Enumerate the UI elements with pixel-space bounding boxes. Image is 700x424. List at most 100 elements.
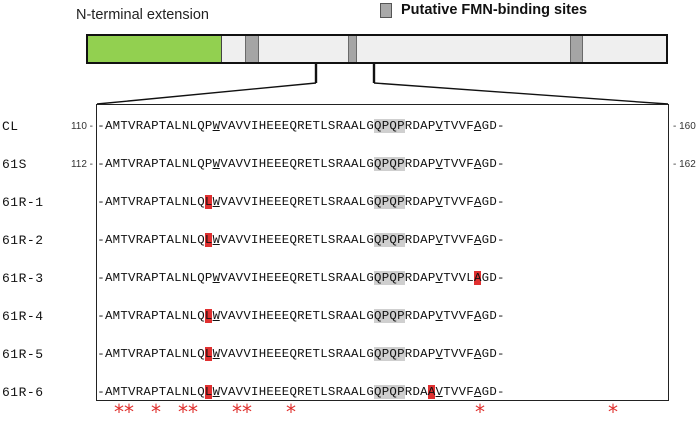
n-terminal-extension-region [88,36,222,62]
residue: A [166,347,174,361]
residue: T [312,157,320,171]
residue: V [435,309,443,323]
residue: N [181,233,189,247]
residue: W [212,195,220,209]
residue: A [166,195,174,209]
residue: I [251,195,259,209]
residue: D [412,233,420,247]
residue: Q [373,385,382,399]
residue: L [204,385,213,399]
residue: L [174,309,182,323]
residue: R [404,309,412,323]
residue: R [335,233,343,247]
start-position: 112 - [70,159,93,170]
residue: E [281,119,289,133]
residue: G [366,309,374,323]
residue: R [297,195,305,209]
residue: V [458,233,466,247]
residue: T [312,195,320,209]
residue: L [358,271,366,285]
residue: V [450,271,459,285]
residue: A [350,271,359,285]
residue: A [350,157,359,171]
residue: E [274,233,282,247]
residue: A [350,385,359,399]
residue: A [473,385,482,399]
residue: I [251,157,259,171]
residue: Q [389,195,397,209]
residue: L [204,195,213,209]
residue: - [97,233,105,247]
residue: W [212,119,220,133]
legend: Putative FMN-binding sites [380,2,587,18]
residue: G [481,195,489,209]
residue: A [104,271,113,285]
residue: V [235,195,243,209]
residue: A [227,119,236,133]
residue: T [443,385,451,399]
residue: Q [289,157,297,171]
residue: V [235,233,243,247]
residue: P [151,309,159,323]
residue: V [450,119,459,133]
residue: R [335,347,343,361]
residue: M [112,195,120,209]
residue: - [97,119,105,133]
residue: T [120,347,128,361]
residue: N [181,309,189,323]
residue: V [243,309,251,323]
residue: P [151,385,159,399]
residue: L [204,347,213,361]
residue: R [404,119,412,133]
residue: V [458,157,466,171]
residue: T [120,119,128,133]
residue: Q [289,309,297,323]
residue: T [443,309,451,323]
residue: A [343,119,351,133]
residue: E [266,271,274,285]
residue: L [320,271,328,285]
residue: L [320,385,328,399]
residue: A [343,233,351,247]
residue: I [251,385,259,399]
residue: M [112,157,120,171]
residue: V [243,119,251,133]
residue: Q [197,119,205,133]
residue: V [435,385,443,399]
residue: M [112,119,120,133]
residue: G [366,195,374,209]
residue: Q [373,119,382,133]
residue: T [312,271,320,285]
residue: A [104,233,113,247]
conservation-star: * [608,400,618,424]
residue: V [435,233,443,247]
sequence: -AMTVRAPTALNLQLWVAVVIHEEEQRETLSRAALGQPQP… [97,347,504,361]
residue: R [297,271,305,285]
residue: Q [373,157,382,171]
residue: R [135,309,143,323]
sequence: -AMTVRAPTALNLQPWVAVVIHEEEQRETLSRAALGQPQP… [97,157,504,171]
residue: T [443,195,451,209]
residue: V [458,347,466,361]
row-label: CL [2,119,19,134]
residue: G [481,271,489,285]
residue: T [312,309,320,323]
residue: D [489,385,497,399]
residue: A [343,309,351,323]
residue: S [327,309,336,323]
residue: A [104,385,113,399]
residue: S [327,119,336,133]
row-label: 61S [2,157,27,172]
residue: P [381,157,390,171]
residue: V [235,385,243,399]
residue: V [220,309,228,323]
residue: F [466,157,474,171]
residue: G [366,347,374,361]
residue: A [343,347,351,361]
residue: A [350,309,359,323]
residue: L [174,347,182,361]
residue: A [143,385,151,399]
residue: A [143,309,151,323]
residue: A [350,119,359,133]
residue: P [204,119,213,133]
